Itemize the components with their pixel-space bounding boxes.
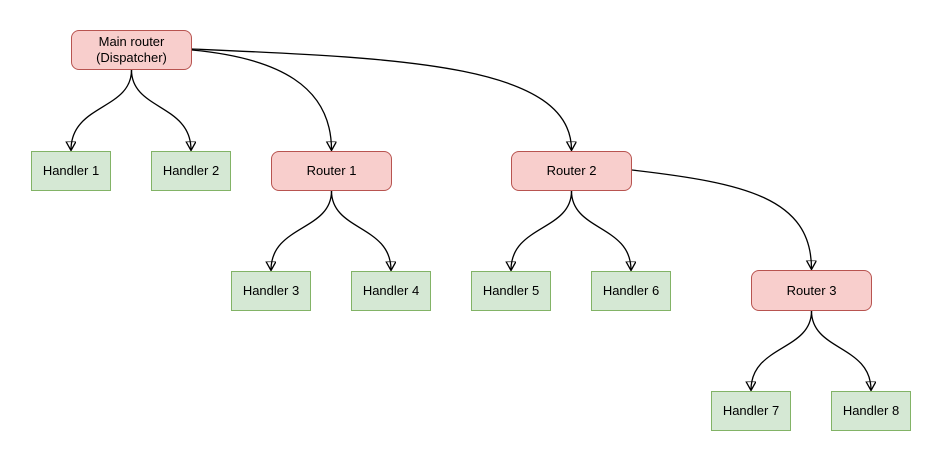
node-handler-2: Handler 2 — [151, 151, 231, 191]
edge-main-router-to-handler-2 — [130, 69, 192, 150]
node-handler-4: Handler 4 — [351, 271, 431, 311]
node-router-2: Router 2 — [511, 151, 632, 191]
node-handler-8: Handler 8 — [831, 391, 911, 431]
edge-main-router-to-handler-1 — [71, 69, 133, 150]
edge-router-3-to-handler-8 — [810, 310, 872, 390]
node-handler-6: Handler 6 — [591, 271, 671, 311]
edge-main-router-to-router-1 — [191, 49, 332, 150]
node-router-1: Router 1 — [271, 151, 392, 191]
node-handler-5: Handler 5 — [471, 271, 551, 311]
node-main-router: Main router (Dispatcher) — [71, 30, 192, 70]
node-router-3: Router 3 — [751, 270, 872, 311]
node-handler-1: Handler 1 — [31, 151, 111, 191]
node-handler-7: Handler 7 — [711, 391, 791, 431]
edge-main-router-to-router-2 — [191, 48, 572, 150]
edge-router-2-to-handler-5 — [511, 190, 573, 270]
edge-router-2-to-router-3 — [631, 169, 812, 269]
edge-router-2-to-handler-6 — [570, 190, 632, 270]
edge-router-1-to-handler-4 — [330, 190, 392, 270]
node-handler-3: Handler 3 — [231, 271, 311, 311]
edge-router-3-to-handler-7 — [751, 310, 813, 390]
edge-router-1-to-handler-3 — [271, 190, 333, 270]
